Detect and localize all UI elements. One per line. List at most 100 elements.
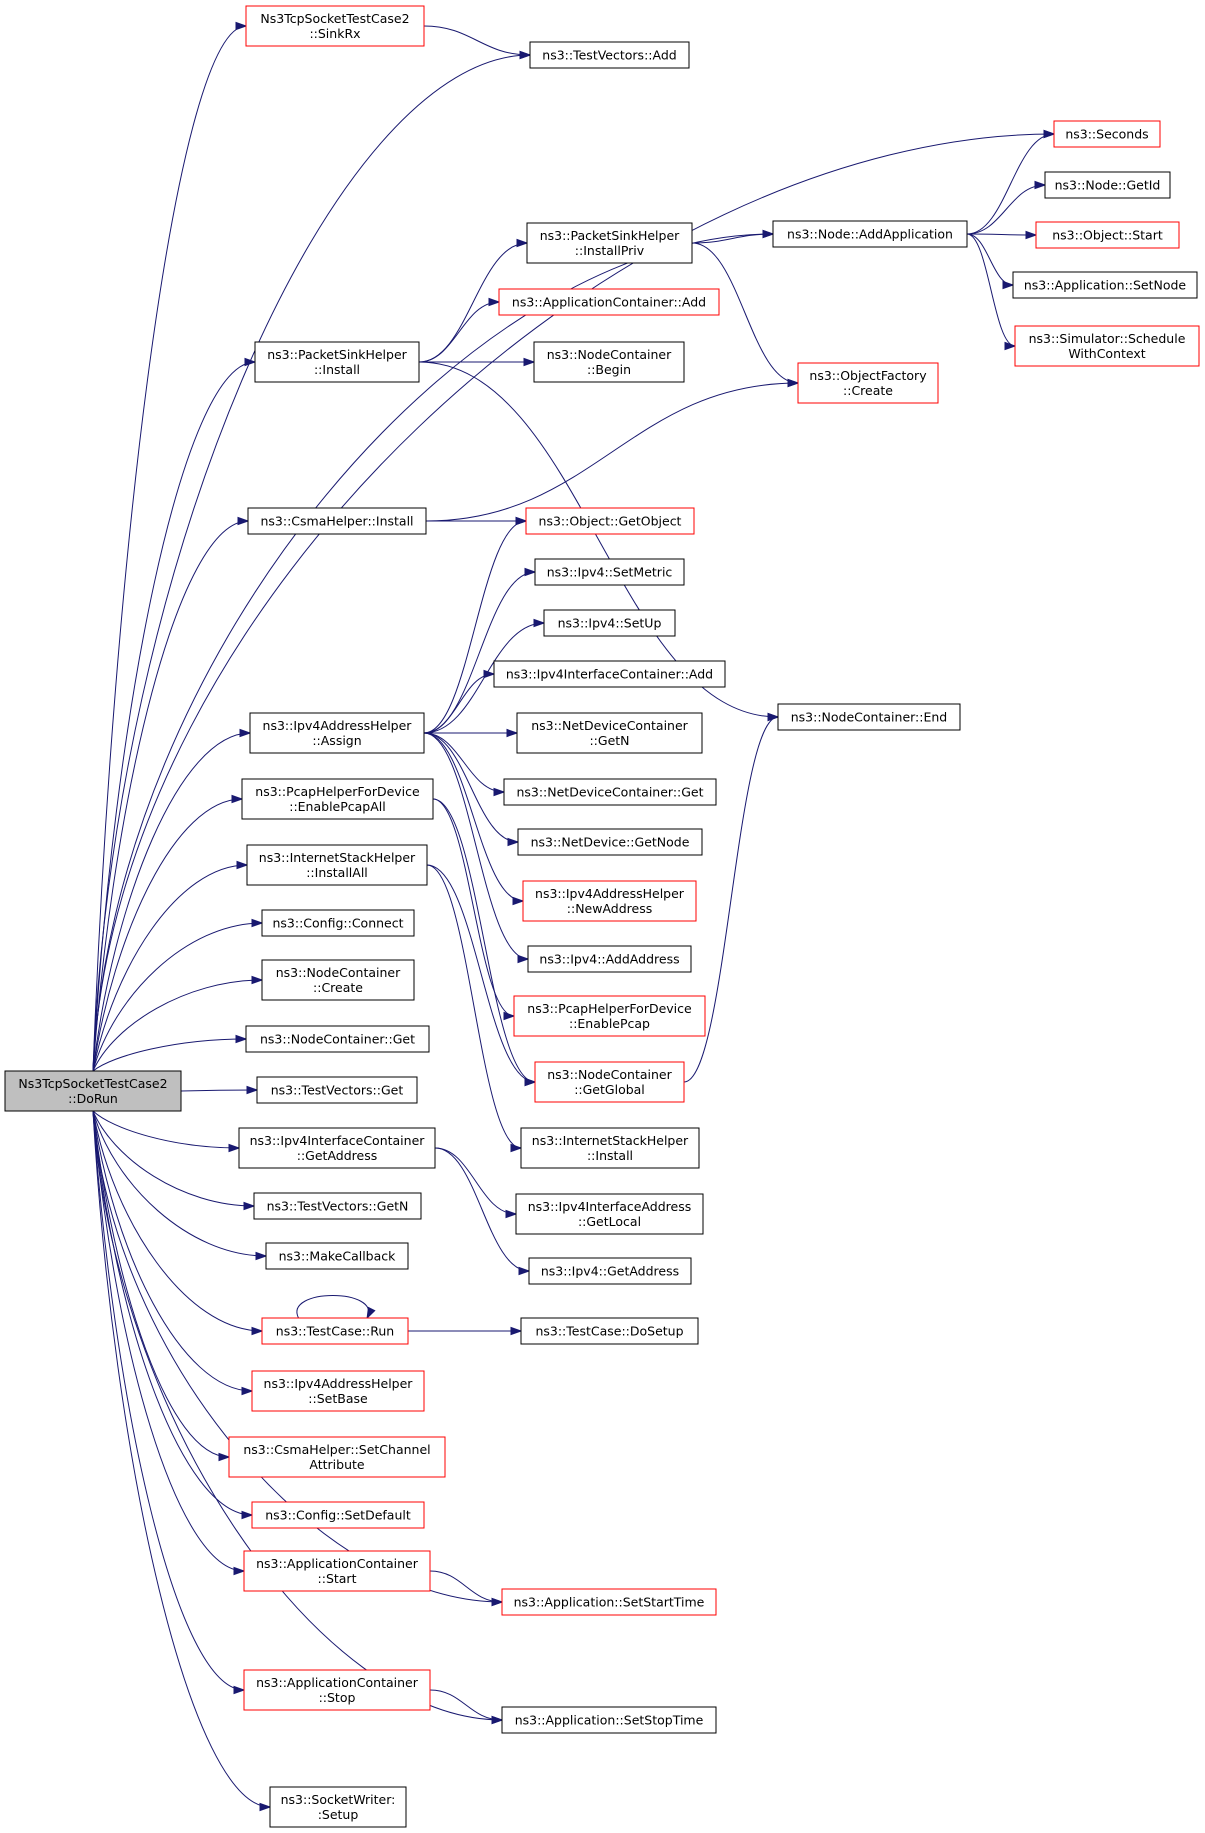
node-sockwriter[interactable]: ns3::SocketWriter::Setup xyxy=(269,1786,407,1828)
node-box[interactable] xyxy=(261,1317,409,1345)
node-newaddress[interactable]: ns3::Ipv4AddressHelper::NewAddress xyxy=(522,880,697,922)
node-makecb[interactable]: ns3::MakeCallback xyxy=(265,1242,409,1270)
node-box[interactable] xyxy=(543,609,676,637)
node-addapp[interactable]: ns3::Node::AddApplication xyxy=(772,220,968,248)
node-box[interactable] xyxy=(241,778,434,820)
node-setstarttime[interactable]: ns3::Application::SetStartTime xyxy=(501,1588,717,1616)
node-box[interactable] xyxy=(516,712,703,754)
node-box[interactable] xyxy=(528,1257,692,1285)
node-ndcgetn[interactable]: ns3::NetDeviceContainer::GetN xyxy=(516,712,703,754)
node-box[interactable] xyxy=(245,1025,430,1053)
node-setstoptime[interactable]: ns3::Application::SetStopTime xyxy=(501,1706,717,1734)
node-ndgetnode[interactable]: ns3::NetDevice::GetNode xyxy=(517,828,703,856)
node-nccreate[interactable]: ns3::NodeContainer::Create xyxy=(261,959,415,1001)
node-box[interactable] xyxy=(527,945,692,973)
node-box[interactable] xyxy=(534,1061,685,1103)
node-tvget[interactable]: ns3::TestVectors::Get xyxy=(256,1076,418,1104)
node-box[interactable] xyxy=(525,507,695,535)
node-acstart[interactable]: ns3::ApplicationContainer::Start xyxy=(243,1550,431,1592)
node-box[interactable] xyxy=(498,288,720,316)
node-box[interactable] xyxy=(493,660,726,688)
node-box[interactable] xyxy=(253,1192,422,1220)
node-cfgsetdefault[interactable]: ns3::Config::SetDefault xyxy=(251,1501,425,1529)
node-tvgetn[interactable]: ns3::TestVectors::GetN xyxy=(253,1192,422,1220)
node-box[interactable] xyxy=(1053,120,1161,148)
node-box[interactable] xyxy=(238,1127,436,1169)
node-appsetnode[interactable]: ns3::Application::SetNode xyxy=(1012,271,1198,299)
node-box[interactable] xyxy=(1014,325,1200,367)
node-installpriv[interactable]: ns3::PacketSinkHelper::InstallPriv xyxy=(526,222,693,264)
node-objfactory[interactable]: ns3::ObjectFactory::Create xyxy=(797,362,939,404)
node-box[interactable] xyxy=(247,507,427,535)
node-addaddress[interactable]: ns3::Ipv4::AddAddress xyxy=(527,945,692,973)
node-box[interactable] xyxy=(534,558,685,586)
node-box[interactable] xyxy=(246,844,428,886)
node-box[interactable] xyxy=(517,828,703,856)
node-box[interactable] xyxy=(533,341,685,383)
node-box[interactable] xyxy=(777,703,961,731)
node-getlocal[interactable]: ns3::Ipv4InterfaceAddress::GetLocal xyxy=(515,1193,704,1235)
node-box[interactable] xyxy=(254,341,420,383)
node-nodegetid[interactable]: ns3::Node::GetId xyxy=(1044,171,1171,199)
node-setup[interactable]: ns3::Ipv4::SetUp xyxy=(543,609,676,637)
node-seconds[interactable]: ns3::Seconds xyxy=(1053,120,1161,148)
node-box[interactable] xyxy=(522,880,697,922)
node-installall[interactable]: ns3::InternetStackHelper::InstallAll xyxy=(246,844,428,886)
node-tvadd[interactable]: ns3::TestVectors::Add xyxy=(529,41,690,69)
node-box[interactable] xyxy=(1044,171,1171,199)
node-box[interactable] xyxy=(228,1436,446,1478)
node-box[interactable] xyxy=(797,362,939,404)
node-setbase[interactable]: ns3::Ipv4AddressHelper::SetBase xyxy=(251,1370,425,1412)
node-box[interactable] xyxy=(261,909,415,937)
node-box[interactable] xyxy=(513,995,706,1037)
node-box[interactable] xyxy=(1035,221,1180,249)
node-box[interactable] xyxy=(503,778,717,806)
node-box[interactable] xyxy=(501,1706,717,1734)
node-box[interactable] xyxy=(520,1127,700,1169)
node-ncend[interactable]: ns3::NodeContainer::End xyxy=(777,703,961,731)
node-box[interactable] xyxy=(772,220,968,248)
node-box[interactable] xyxy=(256,1076,418,1104)
node-box[interactable] xyxy=(515,1193,704,1235)
node-box[interactable] xyxy=(249,712,425,754)
node-ncgetglobal[interactable]: ns3::NodeContainer::GetGlobal xyxy=(534,1061,685,1103)
node-box[interactable] xyxy=(269,1786,407,1828)
node-sinkrx[interactable]: Ns3TcpSocketTestCase2::SinkRx xyxy=(245,5,425,47)
node-box[interactable] xyxy=(529,41,690,69)
node-box[interactable] xyxy=(501,1588,717,1616)
node-box[interactable] xyxy=(243,1669,431,1711)
node-box[interactable] xyxy=(251,1370,425,1412)
node-iicgetaddr[interactable]: ns3::Ipv4InterfaceContainer::GetAddress xyxy=(238,1127,436,1169)
node-ipv4getaddr[interactable]: ns3::Ipv4::GetAddress xyxy=(528,1257,692,1285)
node-box[interactable] xyxy=(243,1550,431,1592)
node-box[interactable] xyxy=(251,1501,425,1529)
node-objstart[interactable]: ns3::Object::Start xyxy=(1035,221,1180,249)
node-box[interactable] xyxy=(526,222,693,264)
node-ncget[interactable]: ns3::NodeContainer::Get xyxy=(245,1025,430,1053)
node-ncbegin[interactable]: ns3::NodeContainer::Begin xyxy=(533,341,685,383)
node-acstop[interactable]: ns3::ApplicationContainer::Stop xyxy=(243,1669,431,1711)
node-pcapall[interactable]: ns3::PcapHelperForDevice::EnablePcapAll xyxy=(241,778,434,820)
node-appcontadd[interactable]: ns3::ApplicationContainer::Add xyxy=(498,288,720,316)
node-box[interactable] xyxy=(261,959,415,1001)
node-box[interactable] xyxy=(265,1242,409,1270)
node-ndcget[interactable]: ns3::NetDeviceContainer::Get xyxy=(503,778,717,806)
node-root[interactable]: Ns3TcpSocketTestCase2::DoRun xyxy=(4,1070,182,1112)
node-box[interactable] xyxy=(245,5,425,47)
node-box[interactable] xyxy=(4,1070,182,1112)
node-csmainstall[interactable]: ns3::CsmaHelper::Install xyxy=(247,507,427,535)
node-enablepcap[interactable]: ns3::PcapHelperForDevice::EnablePcap xyxy=(513,995,706,1037)
node-tcdosetup[interactable]: ns3::TestCase::DoSetup xyxy=(520,1317,699,1345)
node-box[interactable] xyxy=(1012,271,1198,299)
node-tcrun[interactable]: ns3::TestCase::Run xyxy=(261,1317,409,1345)
node-getobject[interactable]: ns3::Object::GetObject xyxy=(525,507,695,535)
node-iicadd[interactable]: ns3::Ipv4InterfaceContainer::Add xyxy=(493,660,726,688)
node-psinstall[interactable]: ns3::PacketSinkHelper::Install xyxy=(254,341,420,383)
node-assign[interactable]: ns3::Ipv4AddressHelper::Assign xyxy=(249,712,425,754)
node-ishinstall[interactable]: ns3::InternetStackHelper::Install xyxy=(520,1127,700,1169)
node-box[interactable] xyxy=(520,1317,699,1345)
node-setmetric[interactable]: ns3::Ipv4::SetMetric xyxy=(534,558,685,586)
node-cfgconnect[interactable]: ns3::Config::Connect xyxy=(261,909,415,937)
